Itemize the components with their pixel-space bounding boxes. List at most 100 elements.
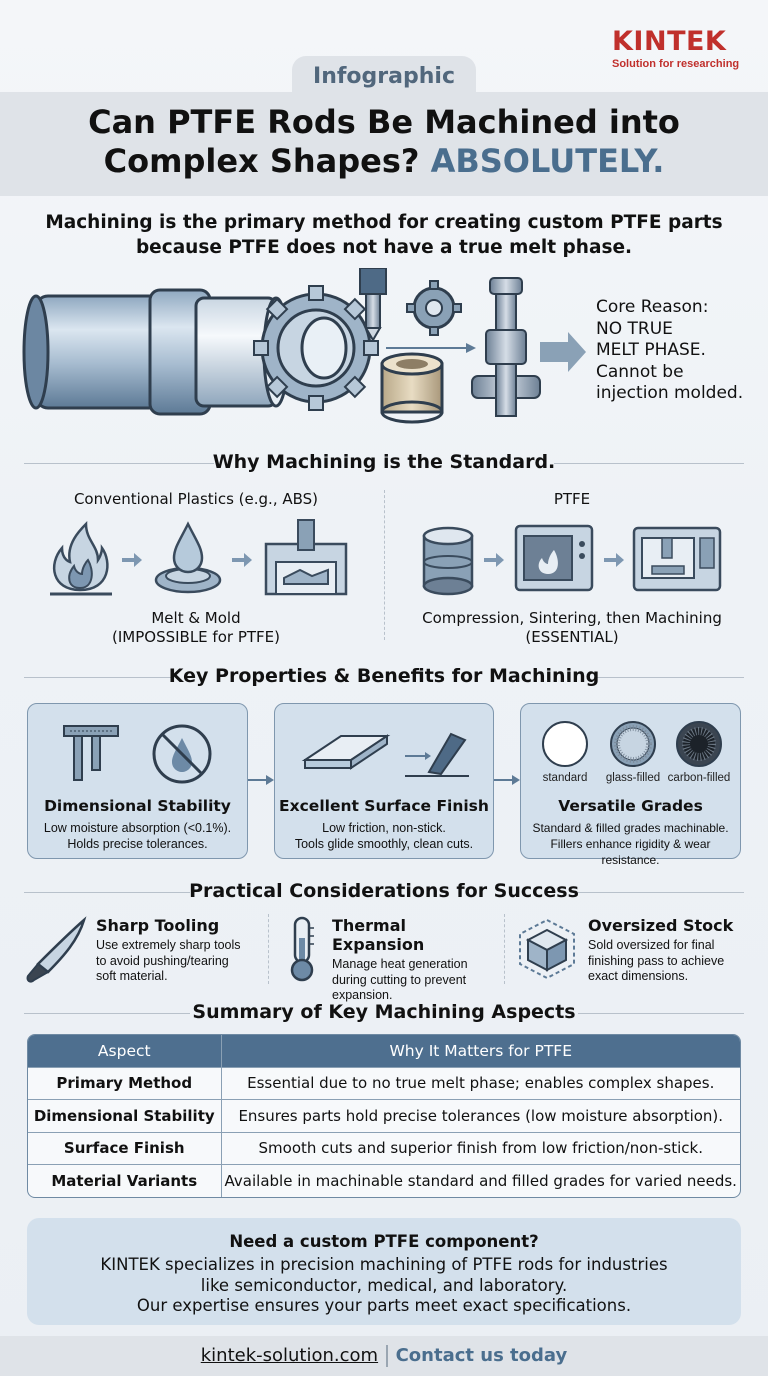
cta-line-3: Our expertise ensures your parts meet ex… xyxy=(136,1296,632,1315)
brand-logo[interactable]: KINTEK Solution for researching xyxy=(612,26,752,70)
heading-rule xyxy=(578,892,744,893)
why-cell: Ensures parts hold precise tolerances (l… xyxy=(221,1099,740,1132)
fitting-icon xyxy=(471,277,541,417)
heading-rule xyxy=(554,463,744,464)
core-reason-line: Core Reason: xyxy=(596,297,709,317)
consideration-sharp-tooling: Sharp Tooling Use extremely sharp tools … xyxy=(96,916,264,985)
heading-rule xyxy=(24,677,174,678)
grade-label: glass-filled xyxy=(605,772,661,784)
aspect-cell: Surface Finish xyxy=(28,1131,222,1165)
card-text-line-2: Holds precise tolerances. xyxy=(67,837,208,851)
core-reason: Core Reason: NO TRUE MELT PHASE. Cannot … xyxy=(596,297,766,405)
grade-swatches xyxy=(542,721,722,767)
contact-link[interactable]: Contact us today xyxy=(395,1345,568,1366)
intro-text: Machining is the primary method for crea… xyxy=(20,210,748,260)
summary-table: Aspect Why It Matters for PTFE Primary M… xyxy=(27,1034,741,1198)
heading-text: Summary of Key Machining Aspects xyxy=(192,1001,576,1023)
intro-line-2: because PTFE does not have a true melt p… xyxy=(135,237,633,258)
title-line-2: Complex Shapes? ABSOLUTELY. xyxy=(0,142,768,181)
eyebrow-label: Infographic xyxy=(313,64,455,89)
page-title: Can PTFE Rods Be Machined into Complex S… xyxy=(0,103,768,181)
title-accent: ABSOLUTELY. xyxy=(430,142,665,180)
consideration-line-2: during cutting to prevent xyxy=(332,972,467,987)
brand-name: KINTEK xyxy=(612,26,727,57)
heading-rule xyxy=(24,463,214,464)
column-header: Why It Matters for PTFE xyxy=(221,1035,740,1067)
why-cell: Available in machinable standard and fil… xyxy=(221,1164,740,1197)
why-cell: Essential due to no true melt phase; ena… xyxy=(221,1066,740,1100)
column-header: Aspect xyxy=(28,1035,222,1067)
consideration-line-2: to avoid pushing/tearing xyxy=(96,953,229,968)
compressed-billet-icon xyxy=(422,526,474,596)
glass-filled-grade-icon xyxy=(610,721,656,767)
heading-rule xyxy=(594,677,744,678)
core-reason-line: injection molded. xyxy=(596,383,744,403)
conventional-process-icons xyxy=(50,519,348,596)
ptfe-caption-line-2: (ESSENTIAL) xyxy=(525,628,619,646)
consideration-line-2: finishing pass to achieve xyxy=(588,953,725,968)
table-row: Material Variants Available in machinabl… xyxy=(28,1164,740,1197)
website-link[interactable]: kintek-solution.com xyxy=(200,1345,379,1366)
footer-separator xyxy=(386,1345,388,1367)
heading-text: Practical Considerations for Success xyxy=(189,880,579,902)
arrow-right-icon xyxy=(494,773,520,792)
card-text: Standard & filled grades machinable. Fil… xyxy=(525,820,736,868)
arrow-right-icon xyxy=(540,332,586,372)
title-band xyxy=(0,92,768,196)
property-icons xyxy=(301,732,469,777)
grade-label: standard xyxy=(542,772,588,784)
consideration-oversized-stock: Oversized Stock Sold oversized for final… xyxy=(588,916,748,985)
melt-drop-icon xyxy=(154,521,222,594)
column-divider xyxy=(384,490,385,640)
conventional-label: Conventional Plastics (e.g., ABS) xyxy=(73,490,319,508)
arrow-right-icon xyxy=(248,773,274,792)
conventional-caption-line-2: (IMPOSSIBLE for PTFE) xyxy=(112,628,280,646)
card-title: Dimensional Stability xyxy=(44,797,231,815)
gear-part-icon xyxy=(253,285,379,411)
footer: kintek-solution.com Contact us today xyxy=(0,1336,768,1376)
caliper-icon xyxy=(63,725,119,781)
ptfe-caption-line-1: Compression, Sintering, then Machining xyxy=(422,609,722,627)
table-row: Surface Finish Smooth cuts and superior … xyxy=(28,1131,740,1165)
heading-rule xyxy=(24,892,190,893)
end-mill-icon xyxy=(359,268,387,342)
property-card-dimensional-stability: Dimensional Stability Low moisture absor… xyxy=(27,703,248,859)
heading-rule xyxy=(24,1013,190,1014)
ptfe-label: PTFE xyxy=(553,490,591,508)
heading-text: Why Machining is the Standard. xyxy=(212,451,556,473)
ptfe-caption: Compression, Sintering, then Machining (… xyxy=(400,609,744,647)
card-text-line-1: Low friction, non-stick. xyxy=(322,821,446,835)
eyebrow-tab xyxy=(292,56,476,96)
table-header-row: Aspect Why It Matters for PTFE xyxy=(28,1035,740,1067)
no-moisture-icon xyxy=(152,724,212,784)
card-text-line-1: Low moisture absorption (<0.1%). xyxy=(43,821,232,835)
ptfe-process-icons xyxy=(422,524,722,596)
aspect-cell: Primary Method xyxy=(28,1066,222,1100)
card-title: Versatile Grades xyxy=(558,797,703,815)
property-card-versatile-grades: standard glass-filled carbon-filled Vers… xyxy=(520,703,741,867)
cta-title: Need a custom PTFE component? xyxy=(229,1232,539,1251)
bushing-icon xyxy=(380,352,444,424)
intro-line-1: Machining is the primary method for crea… xyxy=(45,212,723,233)
arrow-right-icon xyxy=(122,553,142,567)
standard-grade-icon xyxy=(542,721,588,767)
cta-body: KINTEK specializes in precision machinin… xyxy=(37,1255,731,1317)
consideration-text: Use extremely sharp tools to avoid pushi… xyxy=(96,938,264,985)
carbon-filled-grade-icon xyxy=(676,721,722,767)
cnc-machine-icon xyxy=(632,526,722,592)
consideration-title: Sharp Tooling xyxy=(96,916,220,935)
heading-rule xyxy=(578,1013,744,1014)
cutting-blade-icon xyxy=(405,732,469,777)
consideration-line-3: exact dimensions. xyxy=(588,969,689,983)
footer-content: kintek-solution.com Contact us today xyxy=(0,1345,768,1367)
aspect-cell: Dimensional Stability xyxy=(28,1099,222,1132)
process-arrow-icon xyxy=(386,343,476,353)
table-row: Primary Method Essential due to no true … xyxy=(28,1066,740,1100)
hero-illustration xyxy=(22,268,586,424)
injection-mold-icon xyxy=(264,519,348,596)
knife-icon xyxy=(26,916,87,983)
consideration-line-1: Use extremely sharp tools xyxy=(96,938,241,952)
why-cell: Smooth cuts and superior finish from low… xyxy=(221,1131,740,1165)
card-text-line-2: Fillers enhance rigidity & wear resistan… xyxy=(550,837,711,867)
section-properties-heading: Key Properties & Benefits for Machining xyxy=(24,665,744,689)
